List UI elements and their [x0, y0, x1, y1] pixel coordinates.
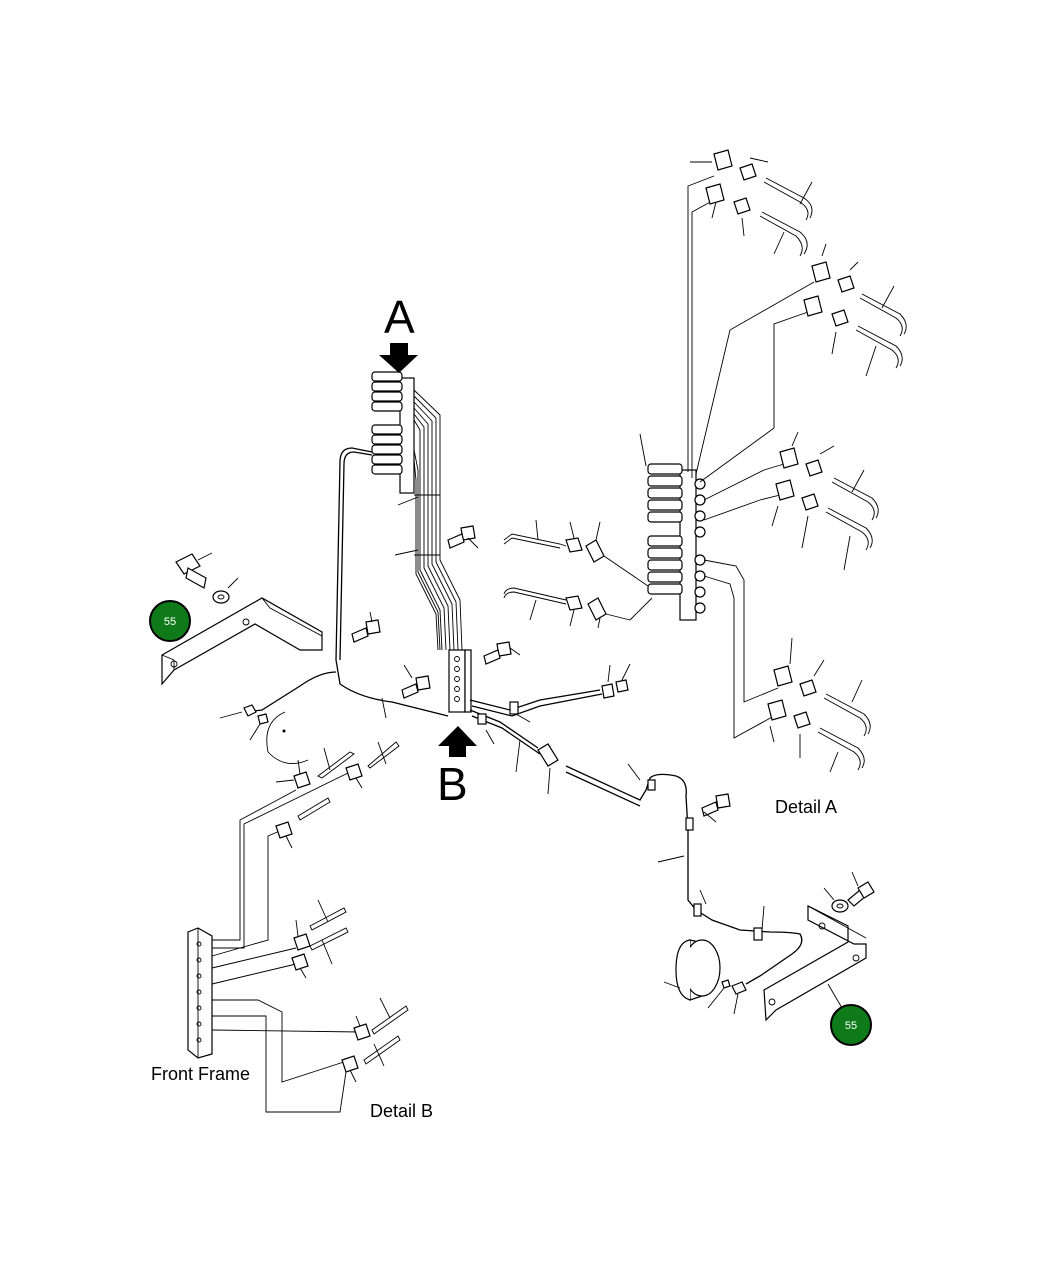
clip-icon: [647, 779, 656, 791]
accumulator-tank: [663, 939, 747, 1015]
clip-icon: [477, 713, 487, 725]
arrow-a-label: A: [384, 291, 415, 343]
detail-a-tubes: [759, 177, 907, 773]
fitting-icon: [801, 493, 819, 549]
bolt-icon: [447, 525, 479, 549]
elbow-fitting-icon: [293, 919, 311, 951]
front-frame-label: Front Frame: [151, 1064, 250, 1084]
fitting-icon: [243, 704, 257, 717]
elbow-fitting-icon: [779, 431, 799, 469]
badge-label: 55: [845, 1020, 857, 1032]
fitting-icon: [615, 679, 629, 693]
bolt-icon: [483, 641, 521, 665]
lower-manifold: [448, 649, 472, 713]
fitting-icon: [733, 197, 751, 237]
fitting-icon: [257, 713, 269, 725]
fitting-icon: [793, 711, 811, 758]
right-bolt: [823, 871, 875, 913]
fitting-icon: [805, 445, 835, 477]
elbow-fitting-icon: [353, 1015, 371, 1041]
elbow-fitting-icon: [771, 479, 795, 527]
detail-a: Detail A: [503, 149, 907, 817]
elbow-fitting-icon: [773, 637, 793, 687]
fitting-icon: [831, 309, 849, 355]
elbow-fitting-icon: [705, 183, 725, 205]
elbow-fitting-icon: [345, 763, 363, 789]
elbow-fitting-icon: [291, 953, 309, 979]
clip-icon: [693, 903, 702, 917]
elbow-fitting-icon: [767, 699, 787, 743]
arrow-b: B: [437, 726, 477, 810]
badge-label: 55: [164, 616, 176, 628]
hose-bundle: [413, 389, 463, 651]
elbow-fitting-icon: [275, 759, 311, 789]
clip-icon: [753, 927, 763, 941]
detail-a-fittings: [705, 149, 859, 758]
fitting-icon: [565, 537, 583, 553]
left-fittings: [219, 704, 309, 765]
front-frame-plate: [187, 927, 213, 1059]
detail-b-label: Detail B: [370, 1101, 433, 1121]
fitting-icon: [565, 595, 583, 611]
arrow-a: A: [379, 291, 418, 373]
fitting-icon: [601, 683, 615, 699]
bolt-icon: [701, 793, 731, 817]
detail-a-leader-lines: [687, 161, 815, 739]
detail-a-label: Detail A: [775, 797, 837, 817]
left-hydraulic-line: [245, 447, 449, 717]
coupler-icon: [537, 743, 559, 767]
center-bolts: [351, 496, 521, 719]
right-mounting-bracket: [763, 905, 867, 1022]
elbow-fitting-icon: [713, 149, 733, 171]
central-valve-block: [371, 371, 415, 494]
bolt-icon: [351, 611, 381, 643]
elbow-fitting-icon: [731, 981, 747, 995]
elbow-fitting-icon: [275, 821, 293, 849]
bolt-icon: [401, 664, 431, 699]
fitting-icon: [739, 157, 769, 181]
center-right-lines: [469, 663, 803, 985]
left-mounting-bracket: [161, 597, 323, 686]
fitting-icon: [721, 979, 731, 989]
elbow-fitting-icon: [587, 597, 607, 621]
elbow-fitting-icon: [341, 1055, 359, 1083]
elbow-fitting-icon: [803, 295, 823, 317]
detail-a-valve-block: [639, 433, 706, 621]
fitting-icon: [837, 261, 859, 293]
badge-55-right: 55: [830, 1004, 872, 1046]
detail-b: Front Frame Detail B: [151, 741, 433, 1121]
fitting-icon: [799, 659, 825, 697]
elbow-fitting-icon: [811, 243, 831, 283]
badge-55-left: 55: [149, 600, 191, 642]
elbow-fitting-icon: [585, 539, 605, 563]
left-bolt: [175, 552, 239, 604]
detail-b-fittings: [275, 759, 371, 1083]
detail-b-tubes: [297, 741, 409, 1067]
detail-b-leader-lines: [211, 771, 361, 1113]
clip-icon: [509, 701, 519, 715]
clip-icon: [685, 817, 694, 831]
arrow-b-label: B: [437, 758, 468, 810]
center-to-a-lines: [503, 519, 653, 629]
